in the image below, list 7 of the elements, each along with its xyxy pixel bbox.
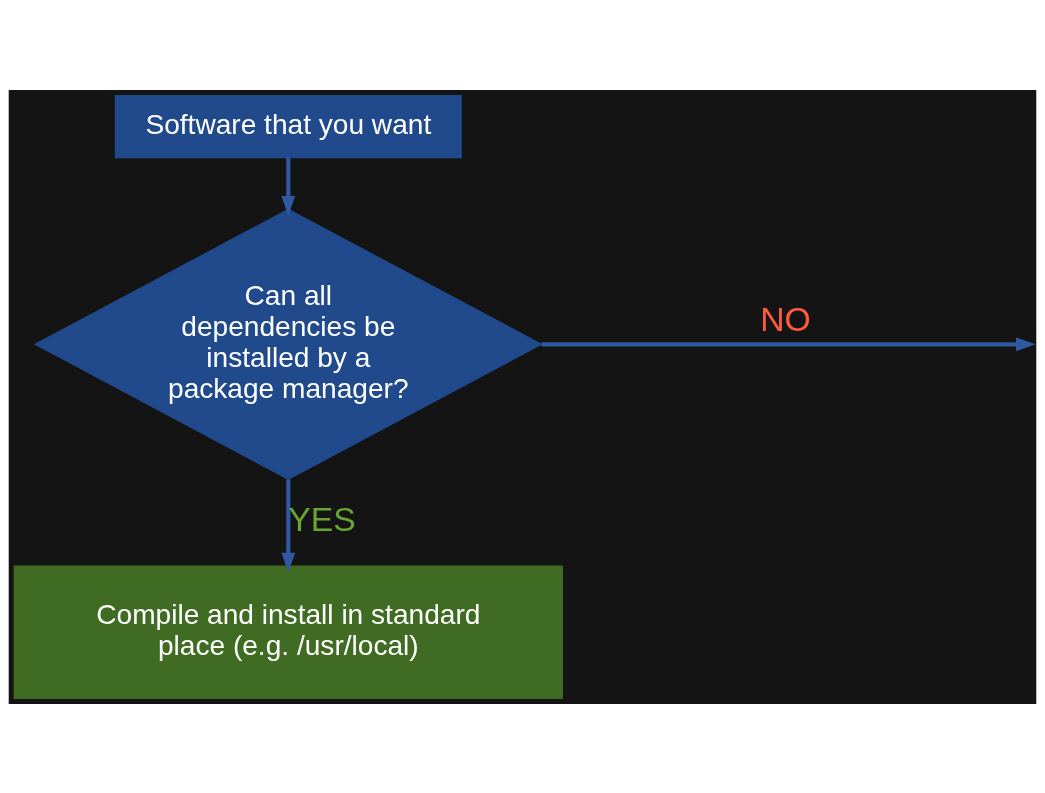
node-diamond: Can all dependencies be installed by a package manager?: [33, 208, 543, 480]
node-box: Software that you want: [114, 94, 462, 158]
arrow: [281, 479, 296, 572]
arrow: [281, 157, 296, 216]
arrow: [541, 336, 1036, 351]
edge-label: NO: [760, 299, 811, 338]
node-box: Compile and install in standard place (e.g. /usr/local): [13, 565, 563, 699]
